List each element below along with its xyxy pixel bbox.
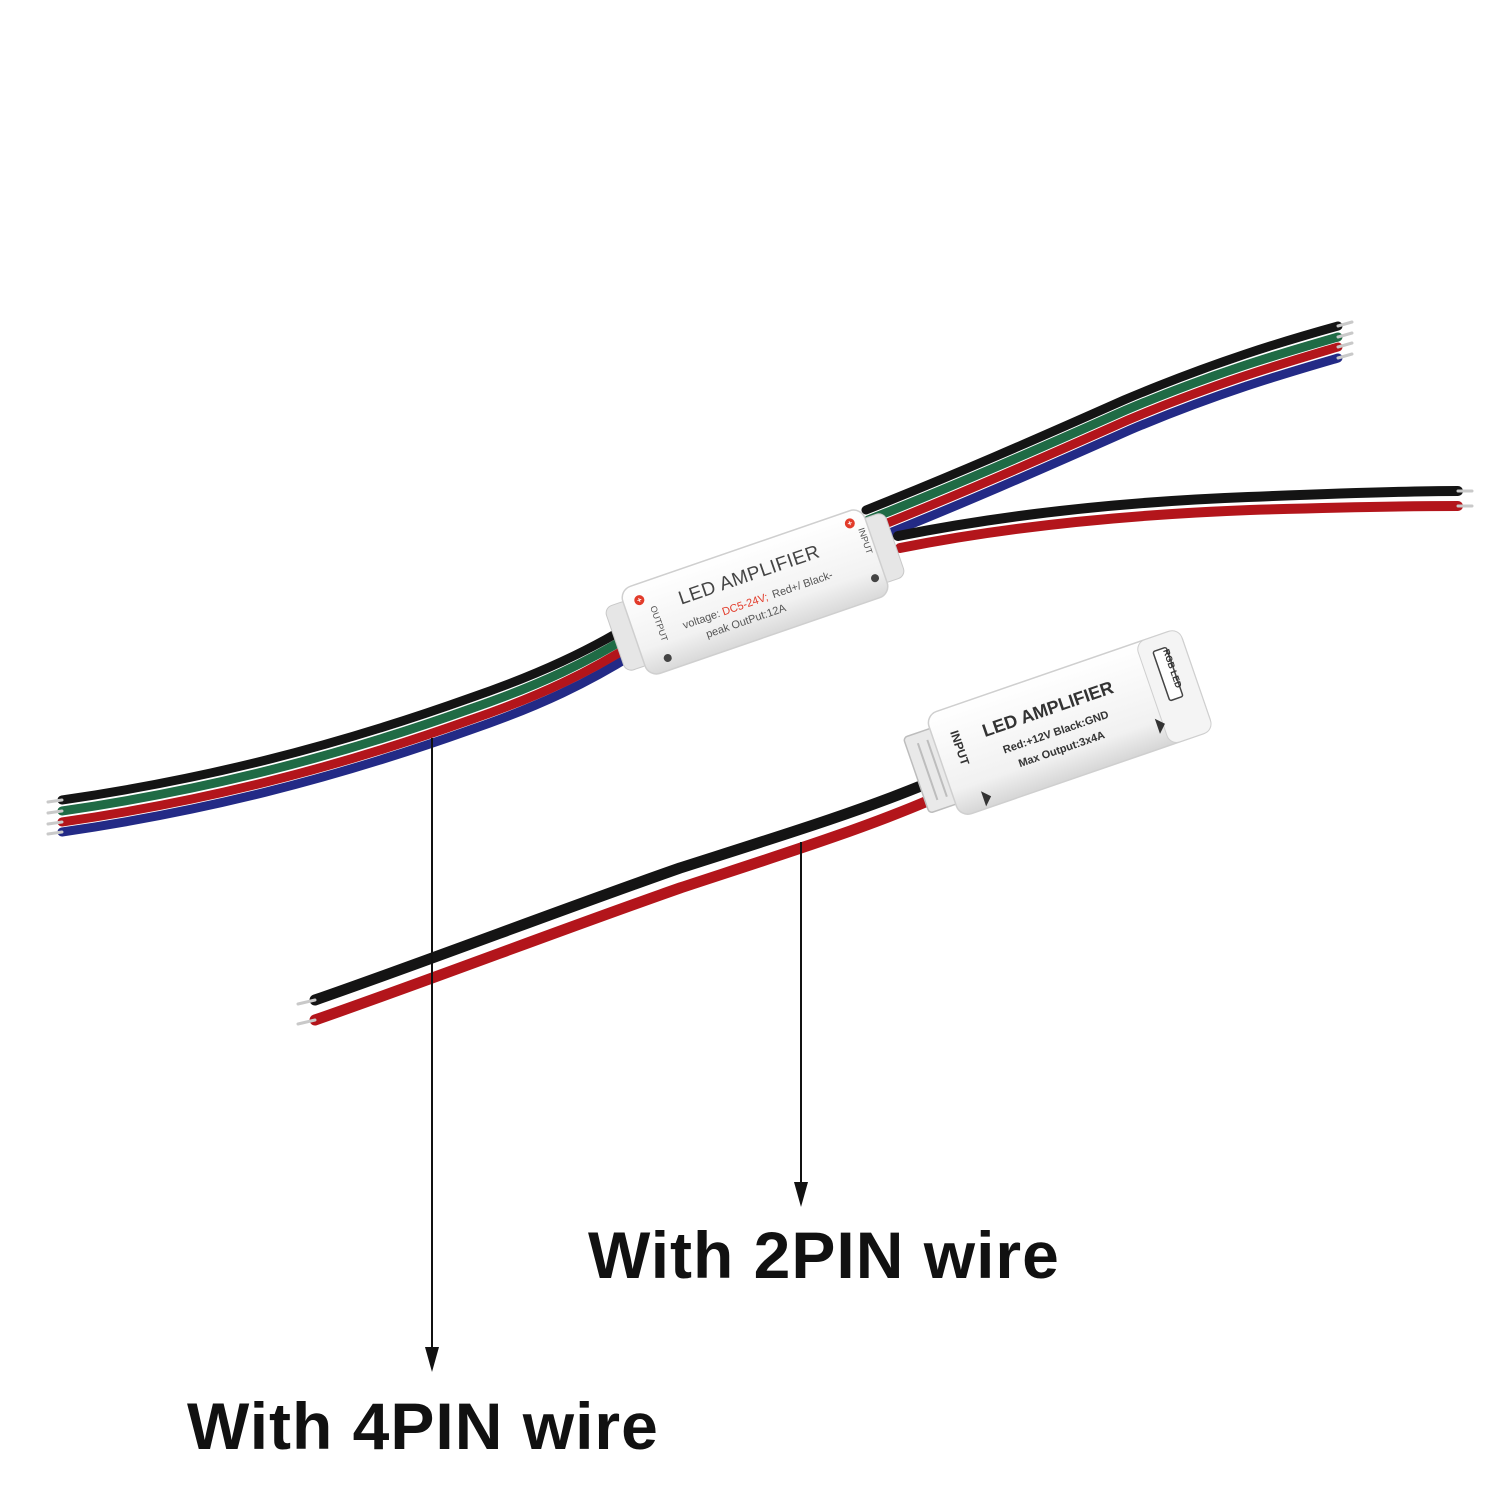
amplifier-large: + OUTPUT + INPUT LED AMPLIFIER voltage: … [605,509,905,675]
wire-blue-left [57,645,645,837]
four-pin-wire-tips-left [46,798,64,836]
large-two-pin-lead [893,486,1463,553]
wire-black-lead [893,486,1463,541]
wire-green-left [57,627,641,816]
wire-black-left [57,618,639,805]
two-pin-wire [309,777,936,1026]
output-minus-icon [663,654,672,663]
output-arrow-icon [1154,718,1165,734]
callout-4pin-arrowhead-icon [425,1347,439,1372]
caption-two-pin-wire: With 2PIN wire [588,1218,1060,1292]
wire-red-two-pin [309,794,936,1026]
four-pin-wire-left [57,618,645,837]
input-minus-icon [871,574,880,583]
four-pin-wire-tips-right [1336,320,1354,360]
four-pin-wire-right [861,321,1343,545]
callout-4pin [425,738,439,1372]
wire-red-left [57,636,643,827]
caption-four-pin-wire: With 4PIN wire [187,1389,659,1463]
wire-black-right [861,321,1343,515]
input-plus-icon [844,518,855,529]
input-arrow-icon [980,791,992,807]
wire-blue-right [867,353,1343,545]
wire-black-two-pin [309,777,934,1006]
output-plus-icon [634,595,645,606]
wire-green-right [863,332,1343,525]
amplifier-large-body [621,509,889,675]
callout-2pin-arrowhead-icon [794,1182,808,1207]
amplifier-small: RGB LED INPUT LED AMPLIFIER Red:+12V Bla… [903,630,1212,815]
wire-red-lead [895,501,1463,553]
callout-2pin [794,842,808,1207]
large-two-pin-lead-tips [1456,489,1474,508]
two-pin-wire-tips [296,998,317,1026]
wire-red-right [865,342,1343,535]
amplifier-small-end-badge [1152,646,1184,702]
svg-text:+: + [636,595,644,605]
svg-text:+: + [846,518,854,528]
